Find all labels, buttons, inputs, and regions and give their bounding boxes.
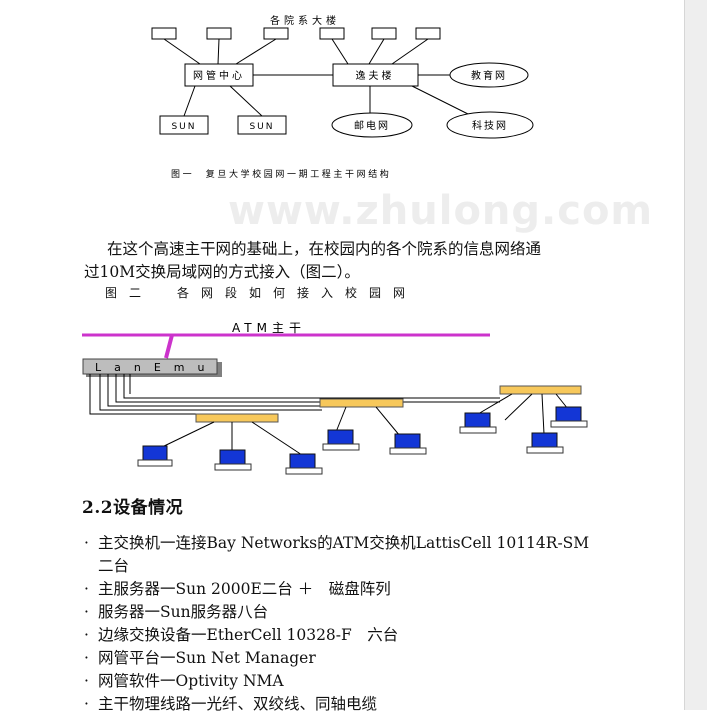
sun-server-2 xyxy=(237,115,287,135)
paragraph-line-2: 过10M交换局域网的方式接入（图二）。 xyxy=(84,263,360,281)
science-net-node xyxy=(446,111,534,139)
equipment-list: 主交换机一连接Bay Networks的ATM交换机LattisCell 101… xyxy=(84,532,604,716)
body-paragraph: 在这个高速主干网的基础上，在校园内的各个院系的信息网络通 过10M交换局域网的方… xyxy=(84,238,604,284)
workstation-8 xyxy=(550,406,588,428)
paragraph-line-1: 在这个高速主干网的基础上，在校园内的各个院系的信息网络通 xyxy=(107,240,542,258)
figure-1-diagram: 各院系大楼 网管中心 逸夫楼 SUN SUN 教育网 邮电网 科技网 图一 复旦… xyxy=(151,14,534,180)
section-heading: 2.2设备情况 xyxy=(82,498,184,518)
sun-server-1 xyxy=(159,115,209,135)
figure-2-diagram: ATM主干 LanEmu xyxy=(82,321,588,475)
workstation-5 xyxy=(389,433,427,455)
science-net-label: 科技网 xyxy=(472,119,508,132)
sun-server-1-label: SUN xyxy=(171,122,196,132)
top-building-label: 各院系大楼 xyxy=(270,14,340,27)
workstation-4 xyxy=(322,429,360,451)
education-net-label: 教育网 xyxy=(471,69,507,82)
lanemu-cable-lines xyxy=(89,374,500,415)
workstation-6 xyxy=(459,412,497,434)
workstation-2 xyxy=(214,449,252,471)
education-net-node xyxy=(449,62,529,88)
sun-server-2-label: SUN xyxy=(249,122,274,132)
hub-3 xyxy=(499,385,582,395)
hub-2 xyxy=(319,398,404,408)
atm-uplink xyxy=(164,334,174,359)
hub-1 xyxy=(195,413,279,423)
lanemu-box xyxy=(82,358,218,375)
right-scrollbar-strip xyxy=(684,0,707,710)
hubs xyxy=(195,385,582,423)
list-item: 网管平台一Sun Net Manager xyxy=(84,647,604,670)
network-center-node xyxy=(184,63,254,87)
list-item: 主干物理线路一光纤、双绞线、同轴电缆 xyxy=(84,693,604,716)
building-links xyxy=(163,38,471,117)
workstation-1 xyxy=(137,445,173,467)
lanemu-label: LanEmu xyxy=(95,361,217,374)
list-item: 网管软件一Optivity NMA xyxy=(84,670,604,693)
list-item: 边缘交换设备一EtherCell 10328-F 六台 xyxy=(84,624,604,647)
yifu-building-label: 逸夫楼 xyxy=(356,69,395,82)
yifu-building-node xyxy=(332,63,419,87)
list-item: 服务器一Sun服务器八台 xyxy=(84,601,604,624)
post-net-node xyxy=(331,112,413,138)
figure-1-caption: 图一 复旦大学校园网一期工程主干网结构 xyxy=(171,168,391,180)
post-net-label: 邮电网 xyxy=(354,119,390,132)
figure-2-caption: 图二 各网段如何接入校园网 xyxy=(105,286,418,300)
workstation-3 xyxy=(285,453,323,475)
list-item: 主服务器一Sun 2000E二台 ＋ 磁盘阵列 xyxy=(84,578,604,601)
list-item-continuation: 二台 xyxy=(98,557,130,575)
list-item: 主交换机一连接Bay Networks的ATM交换机LattisCell 101… xyxy=(84,532,604,578)
network-center-label: 网管中心 xyxy=(193,69,245,82)
workstation-7 xyxy=(526,432,564,454)
atm-backbone-label: ATM主干 xyxy=(232,321,306,335)
watermark: www.zhulong.com xyxy=(228,188,654,234)
department-building-boxes xyxy=(151,27,441,40)
